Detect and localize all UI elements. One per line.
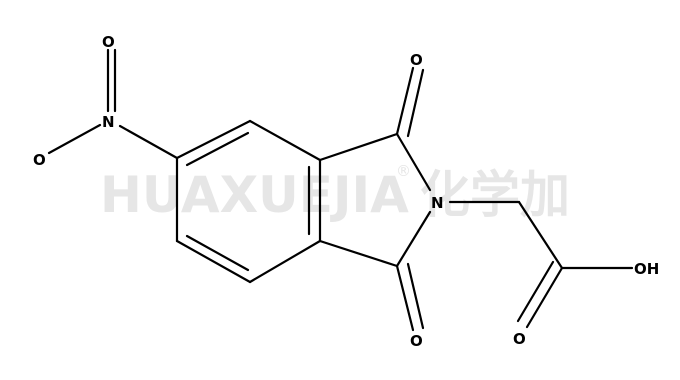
bond-c1-n [395, 132, 432, 192]
atom-oh-acid: OH [634, 260, 659, 278]
watermark: HUAXUEJIA ® 化学加 [100, 162, 570, 224]
atom-n-nitro: N [102, 113, 115, 131]
watermark-latin: HUAXUEJIA [100, 166, 409, 224]
bond-c3-o-b [406, 262, 425, 330]
atom-o-carbonyl-top: O [410, 51, 423, 69]
bond-c4-n-nitro [118, 124, 179, 160]
bond-cooh-o-b [516, 260, 555, 323]
bond-c3-c7a [318, 239, 399, 268]
bond-c7-c6-inner [185, 234, 250, 272]
bond-ch2-cooh [517, 200, 564, 270]
atom-o-nitro-left: O [33, 151, 46, 169]
watermark-registered-mark: ® [396, 162, 411, 180]
bond-c3-o-a [395, 264, 415, 332]
atom-o-nitro-top: O [102, 33, 115, 51]
bond-n-o-left [47, 123, 102, 155]
bond-c1-o-a [395, 66, 415, 136]
bond-c7a-c7 [248, 239, 322, 284]
bond-c4-c5 [175, 119, 252, 160]
bonds [47, 48, 634, 332]
bond-c3a-c1 [318, 132, 399, 162]
atom-n-imide: N [431, 194, 444, 212]
bond-n-c3 [395, 210, 432, 268]
atom-labels: O N O O N O OH O [33, 33, 659, 350]
atom-o-carbonyl-bottom: O [410, 332, 423, 350]
watermark-cjk: 化学加 [420, 166, 570, 224]
bond-c1-o-b [406, 68, 425, 138]
bond-cooh-o-a [525, 266, 564, 329]
bond-c4-c5-inner [185, 131, 250, 167]
bond-c7-c6 [175, 239, 252, 284]
atom-o-acid-carbonyl: O [513, 330, 526, 348]
bond-c5-c3a [248, 119, 322, 162]
